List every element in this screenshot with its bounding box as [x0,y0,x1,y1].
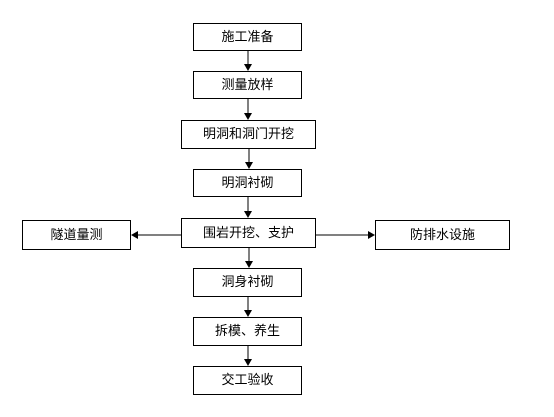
node-survey-layout: 测量放样 [193,71,302,99]
node-label: 施工准备 [221,29,274,45]
arrow-head [131,231,138,239]
arrow-head [244,113,252,120]
node-label: 交工验收 [221,373,274,388]
arrow-head [244,310,252,317]
node-formwork-curing: 拆模、养生 [193,317,302,346]
node-waterproof-drainage: 防排水设施 [375,220,510,250]
arrow-head [245,162,253,169]
node-final-acceptance: 交工验收 [193,366,302,395]
node-construction-prep: 施工准备 [193,23,302,51]
node-label: 防排水设施 [409,227,475,243]
arrow-head [244,359,252,366]
node-label: 围岩开挖、支护 [202,225,294,241]
node-label: 隧道量测 [50,227,103,243]
arrow-head [245,261,253,268]
node-rock-excavation-support: 围岩开挖、支护 [181,218,316,248]
node-label: 明洞和洞门开挖 [202,127,294,142]
node-label: 拆模、养生 [214,324,280,339]
arrow-head [368,231,375,239]
node-tunnel-measurement: 隧道量测 [22,220,131,250]
node-open-cut-lining: 明洞衬砌 [193,169,302,197]
node-label: 明洞衬砌 [221,175,274,191]
node-open-cut-excavation: 明洞和洞门开挖 [181,120,316,149]
node-tunnel-body-lining: 洞身衬砌 [193,268,302,297]
arrow-head [244,64,252,71]
node-label: 洞身衬砌 [221,275,274,290]
arrow-head [244,211,252,218]
node-label: 测量放样 [221,77,274,93]
